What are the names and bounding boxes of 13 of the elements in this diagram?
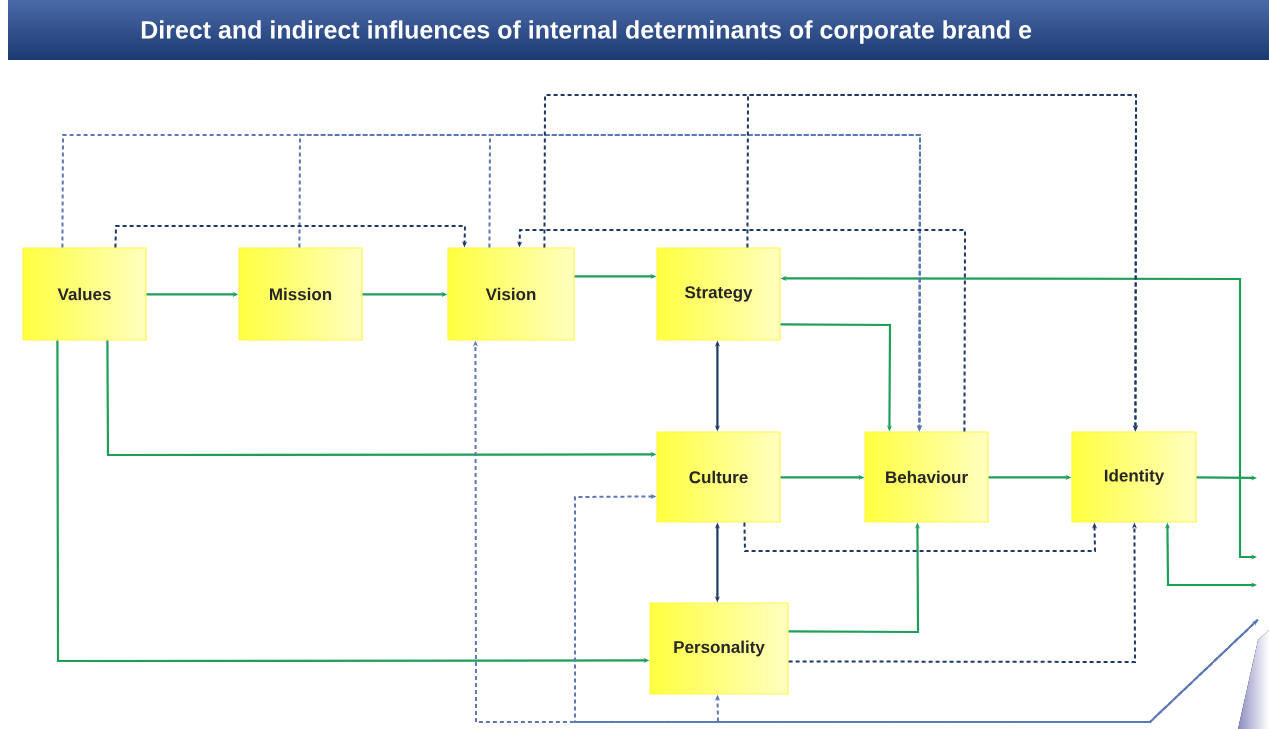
arrow bbox=[517, 229, 966, 433]
title-bar: Direct and indirect influences of internal determinants of corporate brand e bbox=[8, 0, 1269, 60]
process-box: Culture bbox=[656, 431, 781, 523]
process-box: Vision bbox=[447, 247, 575, 341]
process-box: Behaviour bbox=[864, 431, 989, 523]
process-box: Identity bbox=[1071, 431, 1197, 523]
process-box: Mission bbox=[238, 247, 363, 341]
arrow bbox=[714, 618, 1259, 723]
process-box: Values bbox=[22, 247, 147, 341]
arrow bbox=[114, 225, 468, 249]
panel-shape bbox=[1238, 630, 1269, 729]
process-box: Strategy bbox=[656, 247, 781, 341]
process-box: Personality bbox=[649, 602, 789, 695]
